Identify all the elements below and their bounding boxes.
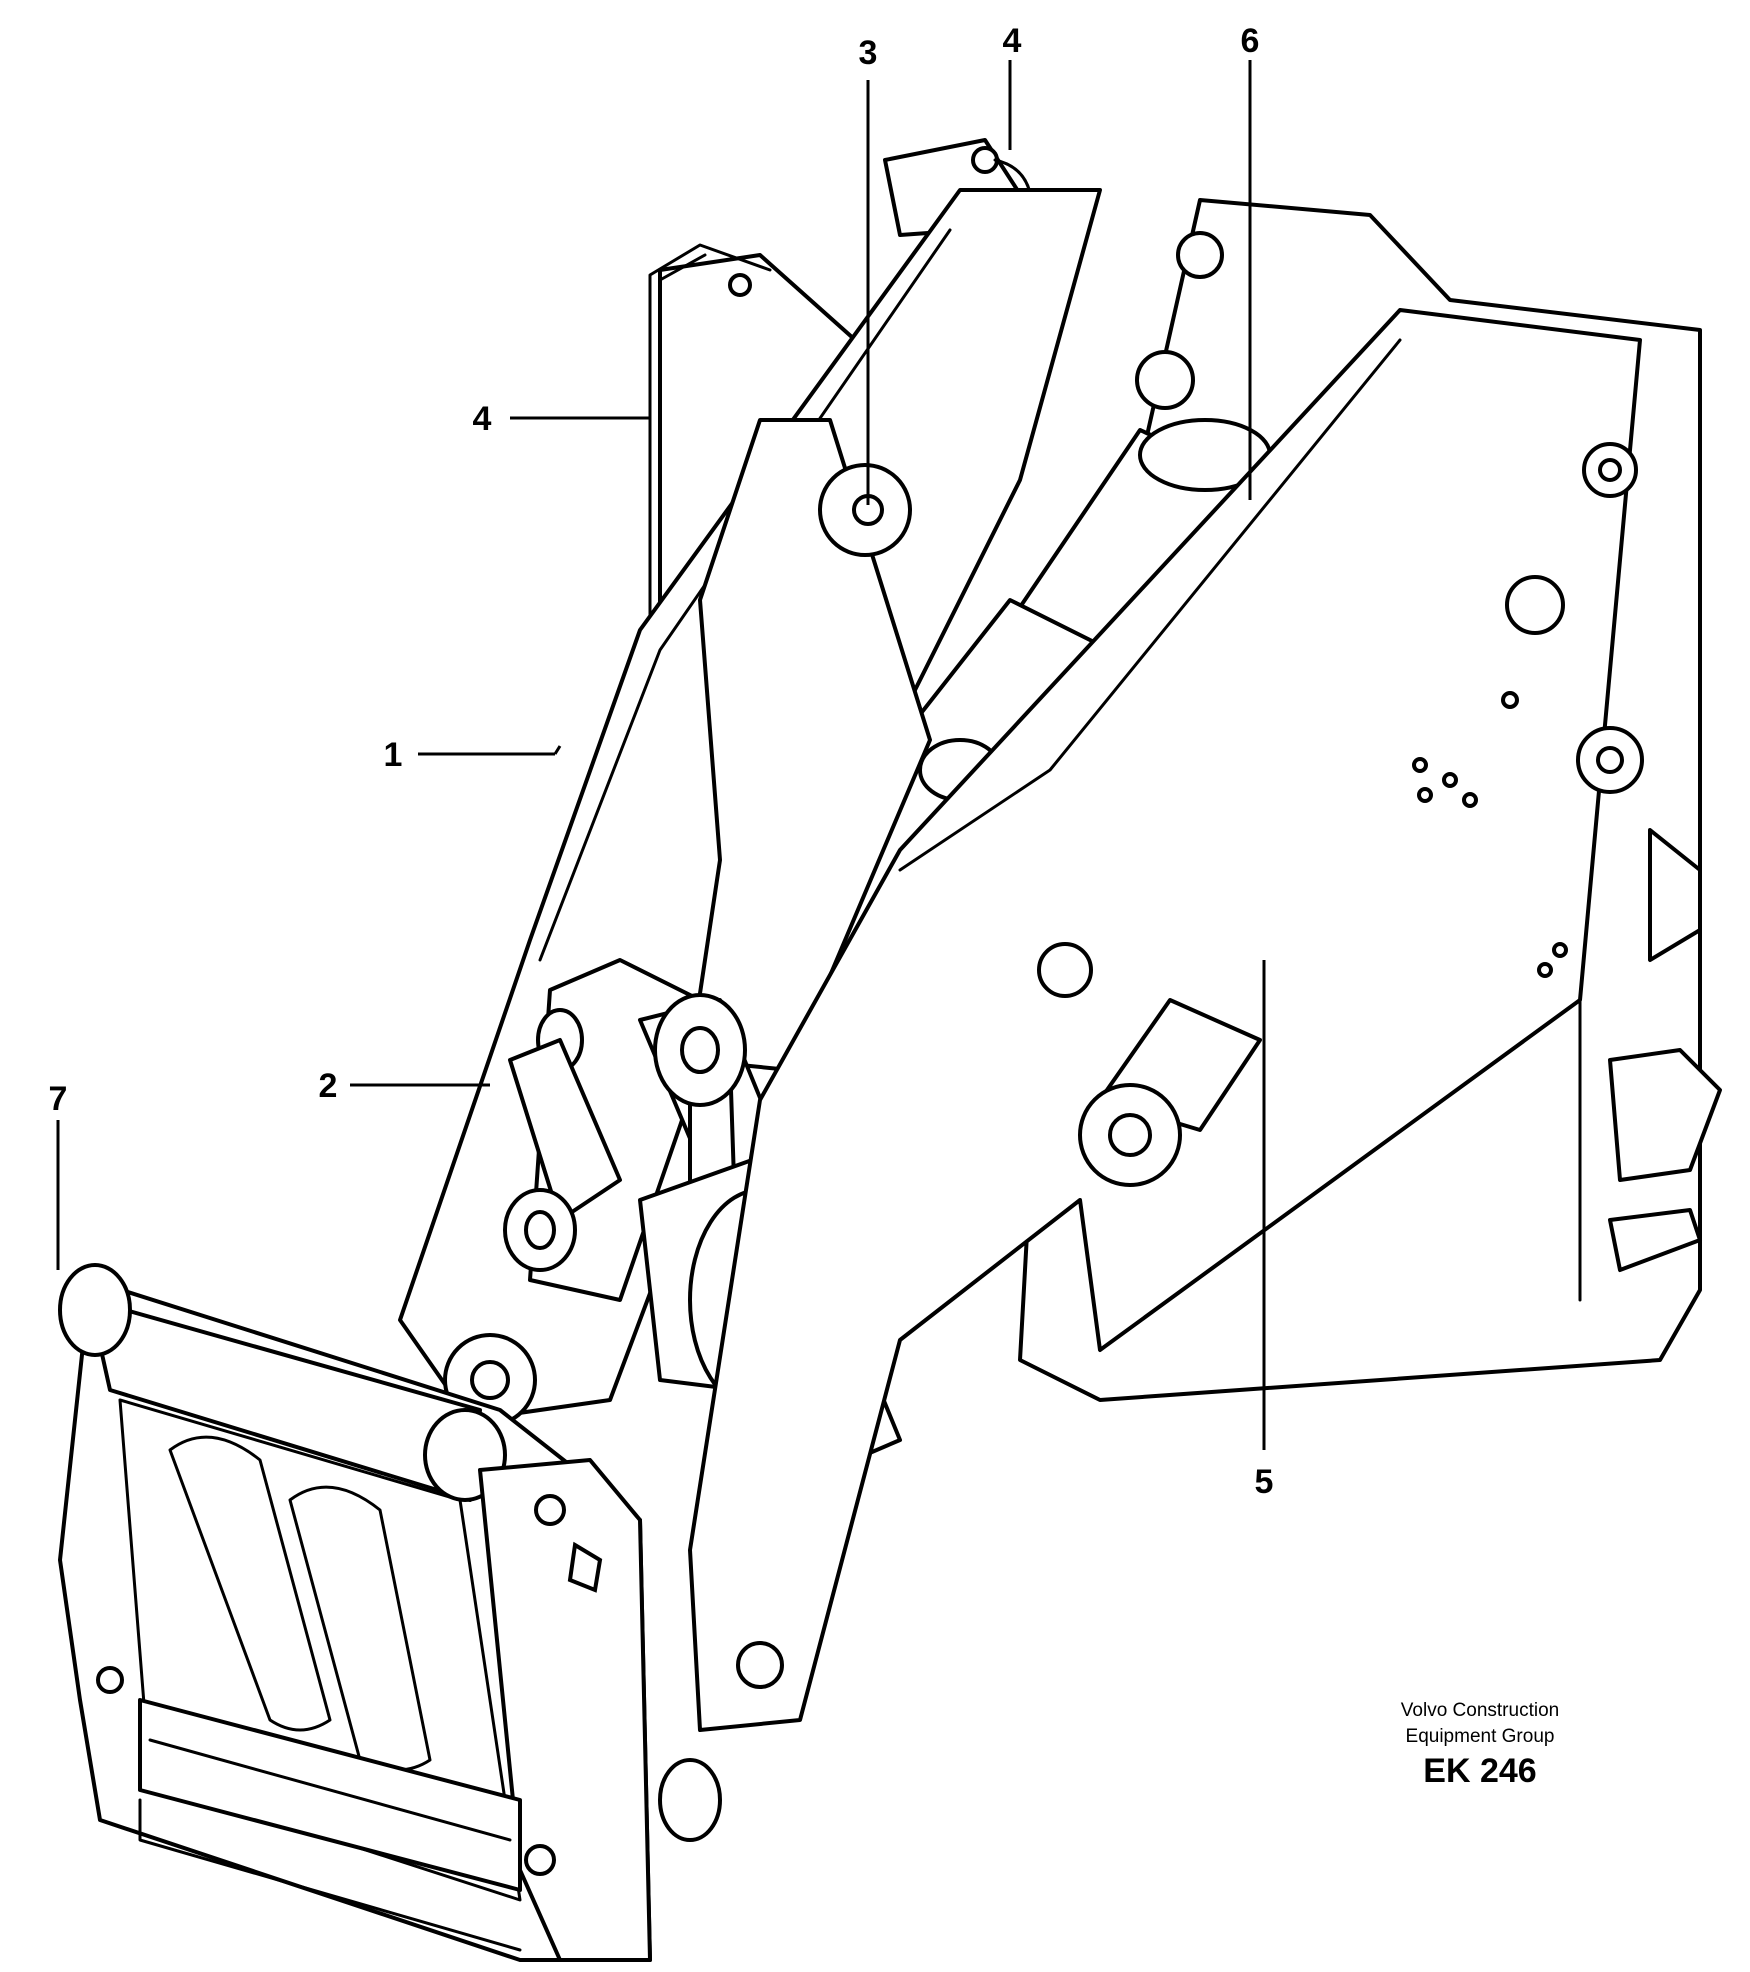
callout-3: 3	[859, 34, 878, 72]
callout-4-left: 4	[473, 400, 492, 438]
callout-4-top: 4	[1003, 22, 1022, 60]
callout-5: 5	[1255, 1463, 1274, 1501]
callout-2: 2	[319, 1067, 338, 1105]
callout-1: 1	[384, 736, 403, 774]
lift-cylinder	[898, 418, 1272, 812]
tool-carrier	[58, 1263, 722, 1962]
leader-1-bend	[553, 745, 562, 755]
leader-lines	[56, 60, 1266, 1450]
callout-labels: 1 2 3 4 4 5 6 7	[49, 22, 1274, 1501]
callout-6: 6	[1241, 22, 1260, 60]
caption-company: Volvo Construction	[1400, 1700, 1560, 1721]
tilt-cylinder	[1078, 998, 1262, 1187]
diagram-code: EK 246	[1423, 1752, 1537, 1790]
caption-division: Equipment Group	[1405, 1726, 1555, 1747]
callout-7: 7	[49, 1080, 68, 1118]
